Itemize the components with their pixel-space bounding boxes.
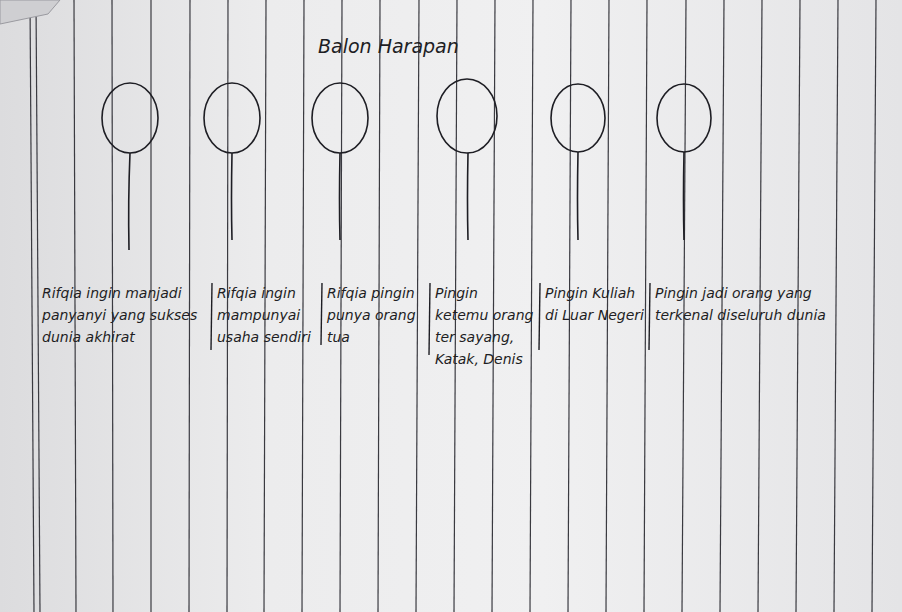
wish-text: Rifqia ingin mampunyai usaha sendiri (217, 282, 317, 348)
separator-brackets (211, 283, 650, 355)
ruled-lines (30, 0, 876, 612)
wish-text: Pingin jadi orang yang terkenal diseluru… (655, 282, 870, 326)
page-title: Balon Harapan (318, 34, 459, 58)
wish-text: Rifqia ingin manjadi panyanyi yang sukse… (42, 282, 206, 348)
wish-text: Pingin Kuliah di Luar Negeri (545, 282, 645, 326)
folded-corner (0, 0, 60, 24)
balloons (102, 79, 711, 250)
wish-text: Pingin ketemu orang ter sayang, Katak, D… (435, 282, 535, 370)
wish-text: Rifqia pingin punya orang tua (327, 282, 425, 348)
